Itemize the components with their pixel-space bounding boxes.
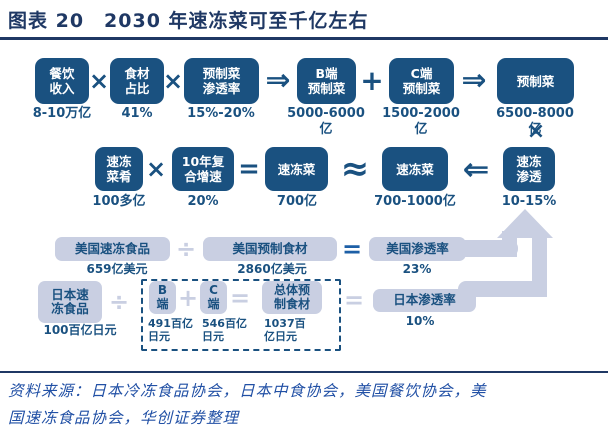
flow-value: 41% [121, 106, 153, 121]
flow-value: 20% [187, 194, 219, 209]
equals-icon: = [343, 286, 365, 314]
flow-box-japan-c-side: C 端 [200, 281, 227, 314]
source-divider [0, 371, 608, 373]
flow-value: 659亿美元 [86, 262, 148, 276]
flow-box-japan-frozen-food: 日本速 冻食品 [38, 281, 102, 323]
flow-box-japan-penetration-rate: 日本渗透率 [373, 289, 476, 312]
multiply-down-icon: × [526, 119, 546, 144]
source-note: 资料来源：日本冷冻食品协会，日本中食协会，美国餐饮协会，美 国速冻食品协会，华创… [8, 382, 487, 428]
flow-value: 1500-2000亿 [382, 106, 460, 137]
flow-box-us-prepared-ingredients: 美国预制食材 [203, 237, 337, 261]
flow-box-b-side-prepared: B端 预制菜 [297, 58, 356, 104]
flow-box-frozen-penetration: 速冻 渗透 [503, 147, 555, 191]
flow-value: 8-10万亿 [32, 106, 92, 121]
flow-value: 2860亿美元 [237, 262, 307, 276]
flow-value: 100百亿日元 [43, 323, 117, 337]
equals-icon: = [238, 154, 260, 184]
equals-icon: = [341, 235, 363, 263]
flow-box-prepared-dish-total: 预制菜 [497, 58, 574, 104]
flow-box-frozen-veg-700: 速冻菜 [265, 147, 328, 191]
flow-value: 1037百 亿日元 [264, 317, 306, 344]
flow-value: 6500-8000亿 [496, 106, 574, 137]
japan-bc-dashed-group [141, 279, 341, 351]
flow-value: 491百亿 日元 [148, 317, 193, 344]
flow-box-restaurant-revenue: 餐饮 收入 [35, 58, 89, 104]
figure-title: 图表 20 2030 年速冻菜可至千亿左右 [8, 10, 369, 32]
flow-box-c-side-prepared: C端 预制菜 [389, 58, 454, 104]
flow-value: 700-1000亿 [374, 194, 456, 209]
double-arrow-right-icon: ⇒ [265, 63, 291, 98]
title-divider [0, 37, 608, 40]
flow-value: 700亿 [276, 194, 318, 209]
flow-box-ingredient-share: 食材 占比 [110, 58, 164, 104]
multiply-icon: × [145, 155, 167, 183]
multiply-icon: × [162, 67, 184, 95]
flow-value: 15%-20% [187, 106, 255, 121]
flow-value: 100多亿 [92, 194, 146, 209]
flow-box-frozen-veg-range: 速冻菜 [382, 147, 448, 191]
flow-box-japan-total-prepared: 总体预 制食材 [262, 281, 322, 314]
divide-icon: ÷ [175, 235, 197, 263]
approx-icon: ≈ [340, 149, 370, 189]
equals-icon: = [229, 283, 251, 312]
flow-box-us-penetration-rate: 美国渗透率 [369, 237, 466, 261]
double-arrow-left-icon: ⇐ [462, 150, 490, 188]
plus-icon: + [360, 64, 384, 97]
flow-value: 10-15% [501, 194, 557, 209]
flow-box-prepared-dish-penetration: 预制菜 渗透率 [184, 58, 259, 104]
double-arrow-right-icon: ⇒ [461, 63, 487, 98]
multiply-icon: × [88, 67, 110, 95]
flow-box-us-frozen-food: 美国速冻食品 [55, 237, 170, 261]
flow-value: 23% [402, 262, 432, 276]
flow-value: 546百亿 日元 [202, 317, 247, 344]
flow-value: 10% [405, 314, 435, 328]
plus-icon: + [177, 283, 199, 312]
flow-value: 5000-6000亿 [287, 106, 365, 137]
flow-box-japan-b-side: B 端 [149, 281, 176, 314]
flow-box-10yr-cagr: 10年复 合增速 [172, 147, 234, 191]
divide-icon: ÷ [108, 288, 130, 316]
flow-box-frozen-dishes: 速冻 菜肴 [95, 147, 143, 191]
